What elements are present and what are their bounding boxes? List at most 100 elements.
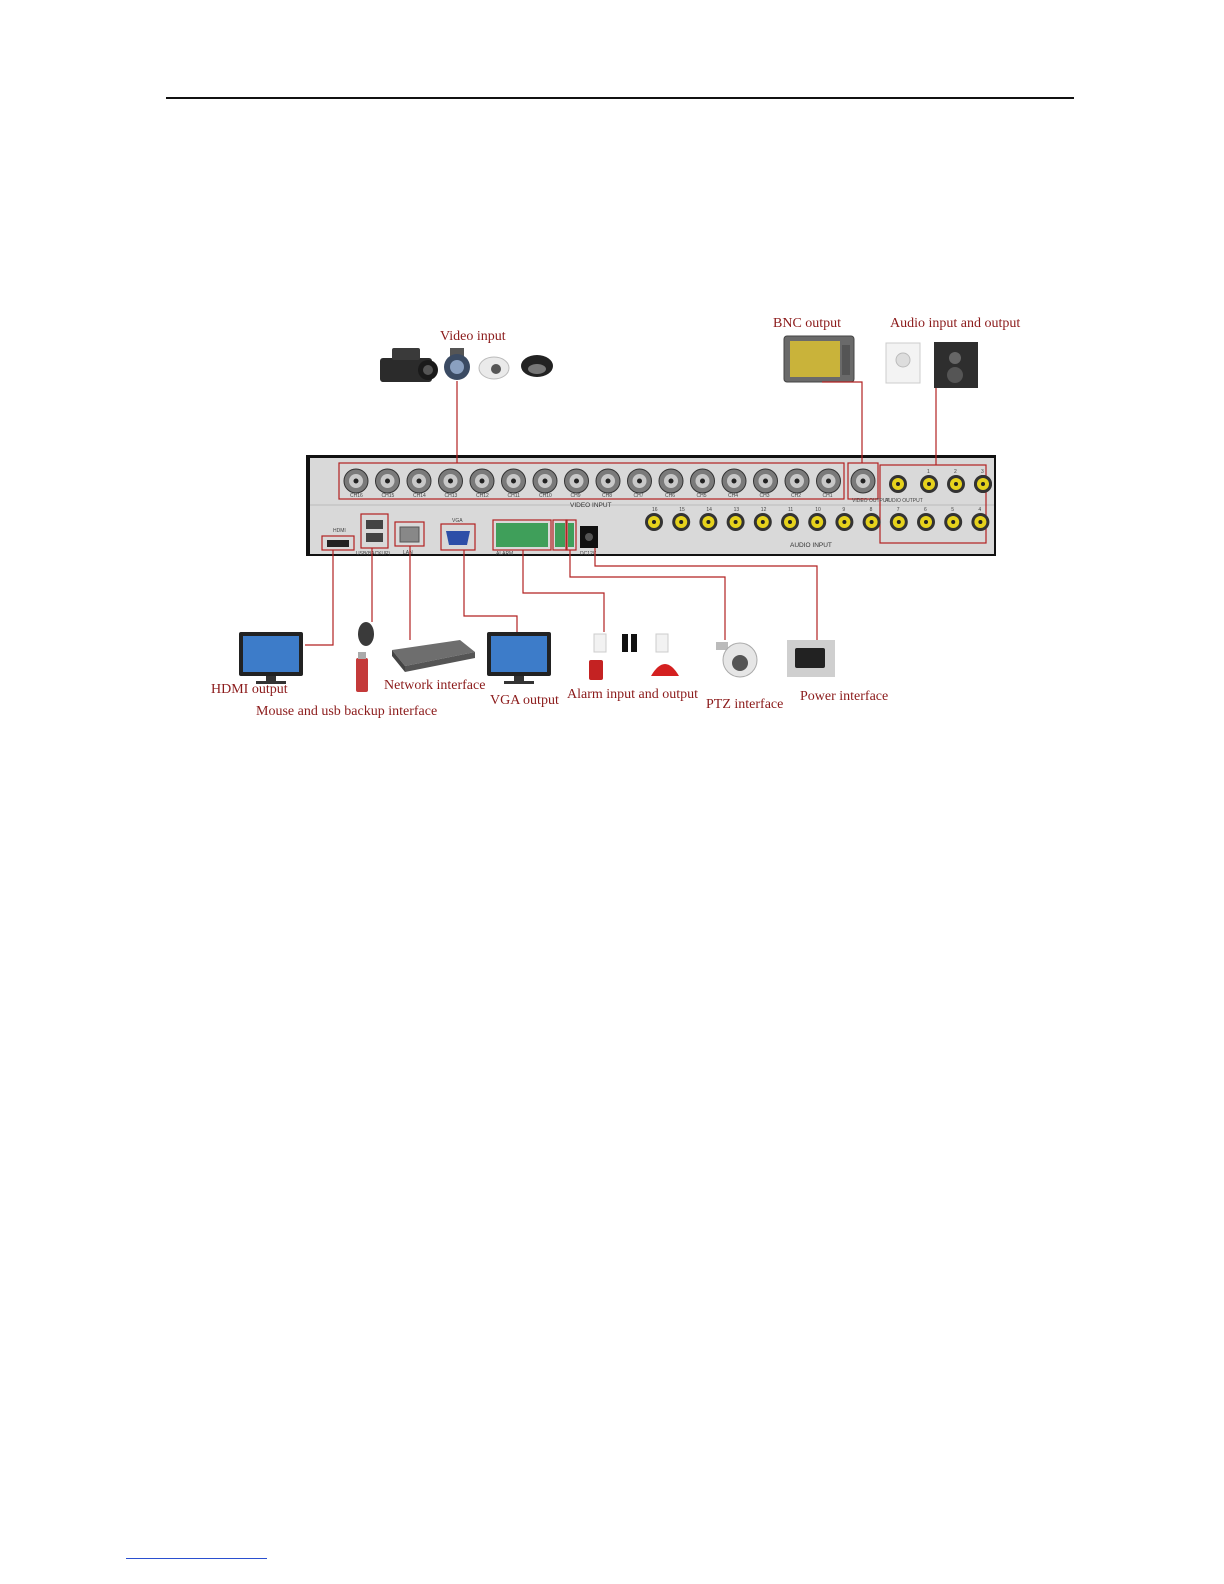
audio-input-jack: 10 (808, 507, 827, 531)
black-dome-camera-icon (521, 355, 553, 377)
power-interface-label: Power interface (800, 689, 888, 704)
hdmi-monitor-icon (239, 632, 303, 684)
usb-ports: USB(BACKUP) (356, 513, 391, 557)
audio-jack-label: 10 (815, 507, 821, 513)
svg-text:USB(BACKUP): USB(BACKUP) (356, 551, 391, 557)
audio-input-jack: 5 (944, 507, 963, 531)
audio-jack-label: 4 (978, 507, 981, 513)
ptz-camera-icon (716, 642, 758, 678)
audio-input-jack: 11 (781, 507, 799, 531)
audio-jack-label: 6 (924, 507, 927, 513)
audio-jack-label: 16 (652, 507, 658, 513)
mouse-usb-label: Mouse and usb backup interface (256, 704, 437, 719)
network-switch-icon (392, 640, 475, 672)
vga-monitor-icon (487, 632, 551, 684)
mouse-icon (358, 622, 374, 646)
audio-input-jack: 8 (862, 507, 881, 531)
bnc-channel-label: CH12 (476, 493, 489, 499)
audio-jack-label: 3 (981, 469, 984, 475)
svg-text:LAN: LAN (403, 550, 413, 556)
bnc-channel-label: CH3 (760, 493, 770, 499)
video-input-highlight (338, 462, 845, 500)
audio-jack-label: 7 (897, 507, 900, 513)
video-output-bnc (850, 468, 876, 494)
bnc-connector: CH1 (816, 468, 841, 499)
vga-output-label: VGA output (490, 693, 559, 708)
bnc-connector: CH9 (564, 468, 589, 499)
bnc-connector: CH12 (469, 468, 495, 499)
hdmi-output-label: HDMI output (211, 682, 288, 697)
audio-jack-label: 13 (734, 507, 740, 513)
audio-input-jack: 1 (920, 469, 938, 493)
bnc-connector: CH5 (690, 468, 715, 499)
audio-input-jack: 6 (917, 507, 935, 531)
bnc-connector: CH8 (595, 468, 621, 499)
bnc-channel-label: CH16 (350, 493, 363, 499)
alarm-devices-icon (589, 633, 679, 680)
bnc-channel-label: CH11 (508, 493, 521, 499)
audio-jack-label: 11 (788, 507, 793, 513)
audio-jack-label: 9 (842, 507, 845, 513)
audio-jack-label: 1 (927, 469, 930, 475)
header-rule (166, 97, 1074, 99)
audio-input-jack: 12 (753, 507, 772, 531)
bnc-channel-label: CH1 (823, 493, 833, 499)
audio-input-jack: 4 (971, 507, 990, 531)
bnc-channel-label: CH4 (728, 493, 738, 499)
bnc-channel-label: CH2 (791, 493, 801, 499)
bnc-connector: CH11 (501, 468, 526, 499)
crt-monitor-icon (783, 335, 855, 383)
audio-input-jack: 16 (645, 507, 663, 531)
bnc-channel-label: CH10 (539, 493, 552, 499)
audio-input-jack (974, 475, 992, 493)
white-dome-camera-icon (478, 356, 510, 380)
hdmi-port: HDMI (321, 528, 355, 551)
bnc-channel-label: CH8 (602, 493, 612, 499)
audio-jack-label: 5 (951, 507, 954, 513)
network-interface-label: Network interface (384, 678, 485, 693)
bnc-channel-label: CH5 (697, 493, 707, 499)
video-output-caption: VIDEO OUTPUT (852, 498, 890, 504)
power-adapter-icon (787, 640, 835, 677)
bnc-connector: CH10 (532, 468, 558, 499)
usb-stick-icon (356, 652, 368, 692)
lan-port: LAN (394, 521, 425, 556)
audio-input-jack: 2 (947, 469, 965, 493)
bnc-channel-label: CH7 (634, 493, 644, 499)
bnc-channel-label: CH15 (382, 493, 395, 499)
video-input-label: Video input (440, 329, 506, 344)
bnc-connector: CH16 (343, 468, 369, 499)
svg-text:ALARM: ALARM (496, 551, 513, 557)
speed-dome-camera-icon (444, 348, 470, 380)
bnc-connector: CH3 (753, 468, 778, 499)
audio-jack-label: 2 (954, 469, 957, 475)
ptz-interface-label: PTZ interface (706, 697, 783, 712)
bnc-connector: CH2 (784, 468, 810, 499)
bnc-connector: CH15 (375, 468, 400, 499)
svg-text:VGA: VGA (452, 518, 463, 524)
bnc-connector: CH6 (658, 468, 684, 499)
audio-input-jack: 13 (726, 507, 745, 531)
bnc-connector: CH14 (406, 468, 432, 499)
bnc-channel-label: CH6 (665, 493, 675, 499)
bnc-connector: CH4 (721, 468, 747, 499)
svg-text:HDMI: HDMI (333, 528, 346, 534)
video-input-caption: VIDEO INPUT (570, 502, 612, 509)
bnc-output-label: BNC output (773, 316, 841, 331)
dc-power-jack: DC12V (580, 526, 598, 557)
camcorder-icon (380, 348, 438, 382)
speaker-icon (934, 342, 978, 388)
audio-input-jack: 15 (672, 507, 691, 531)
bnc-connector: CH13 (438, 468, 463, 499)
audio-input-jack: 14 (699, 507, 718, 531)
audio-io-label: Audio input and output (890, 316, 1020, 331)
audio-jack-label: 12 (761, 507, 767, 513)
audio-input-jack: 9 (835, 507, 854, 531)
audio-output-caption: AUDIO OUTPUT (885, 498, 923, 504)
bnc-channel-label: CH9 (571, 493, 581, 499)
footer-rule (126, 1558, 267, 1559)
audio-jack-label: 14 (706, 507, 712, 513)
